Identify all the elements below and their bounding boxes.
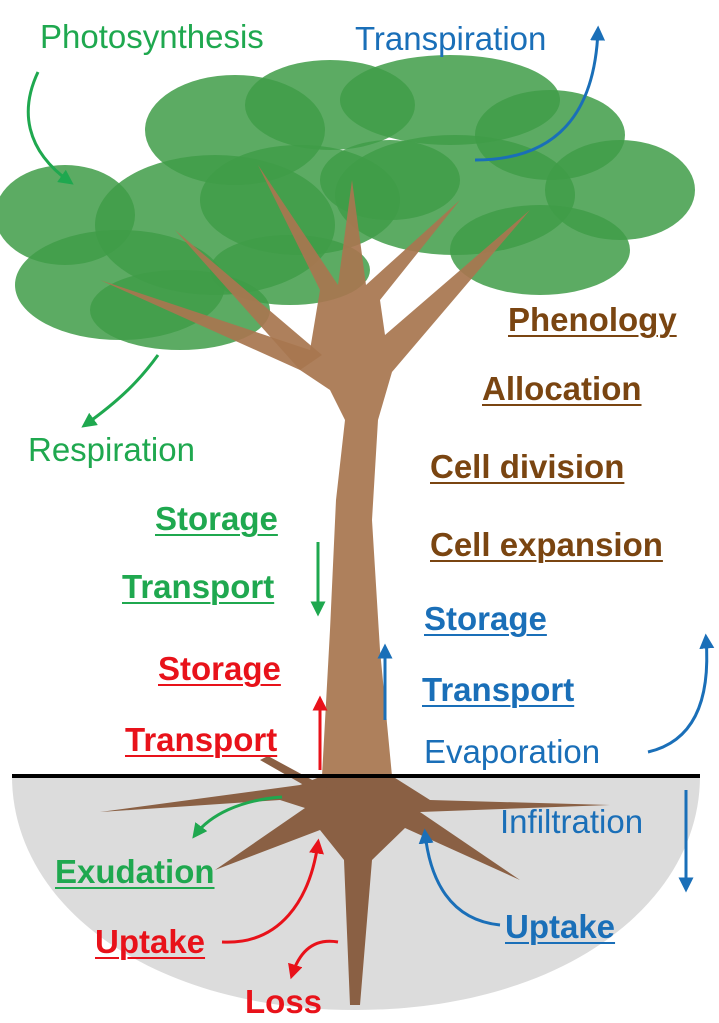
- nutrient-uptake-label: Uptake: [95, 923, 206, 960]
- photosynthesis-label: Photosynthesis: [40, 18, 264, 55]
- evaporation-label: Evaporation: [424, 733, 601, 770]
- carbon-transport-label: Transport: [122, 568, 275, 605]
- loss-label: Loss: [245, 983, 323, 1020]
- respiration-arrow: [81, 354, 160, 428]
- exudation-label: Exudation: [55, 853, 215, 890]
- photosynthesis-arrow: [26, 71, 74, 185]
- allocation-label: Allocation: [482, 370, 642, 407]
- water-uptake-label: Uptake: [505, 908, 616, 945]
- water-uptake-arrow: [418, 828, 501, 927]
- transpiration-label: Transpiration: [355, 20, 547, 57]
- exudation-arrow: [192, 795, 283, 839]
- cell-expansion-label: Cell expansion: [430, 526, 663, 563]
- loss-arrow: [288, 939, 339, 980]
- trunk: [100, 165, 530, 776]
- cell-division-label: Cell division: [430, 448, 625, 485]
- respiration-label: Respiration: [28, 431, 195, 468]
- nutrient-transport-label: Transport: [125, 721, 278, 758]
- carbon-storage-label: Storage: [155, 500, 278, 537]
- water-transport-label: Transport: [422, 671, 575, 708]
- phenology-label: Phenology: [508, 301, 677, 338]
- nutrient-storage-label: Storage: [158, 650, 281, 687]
- transpiration-arrow: [474, 25, 606, 162]
- evaporation-arrow: [647, 633, 715, 754]
- nutrient-uptake-arrow: [221, 838, 324, 944]
- water-storage-label: Storage: [424, 600, 547, 637]
- infiltration-label: Infiltration: [500, 803, 644, 840]
